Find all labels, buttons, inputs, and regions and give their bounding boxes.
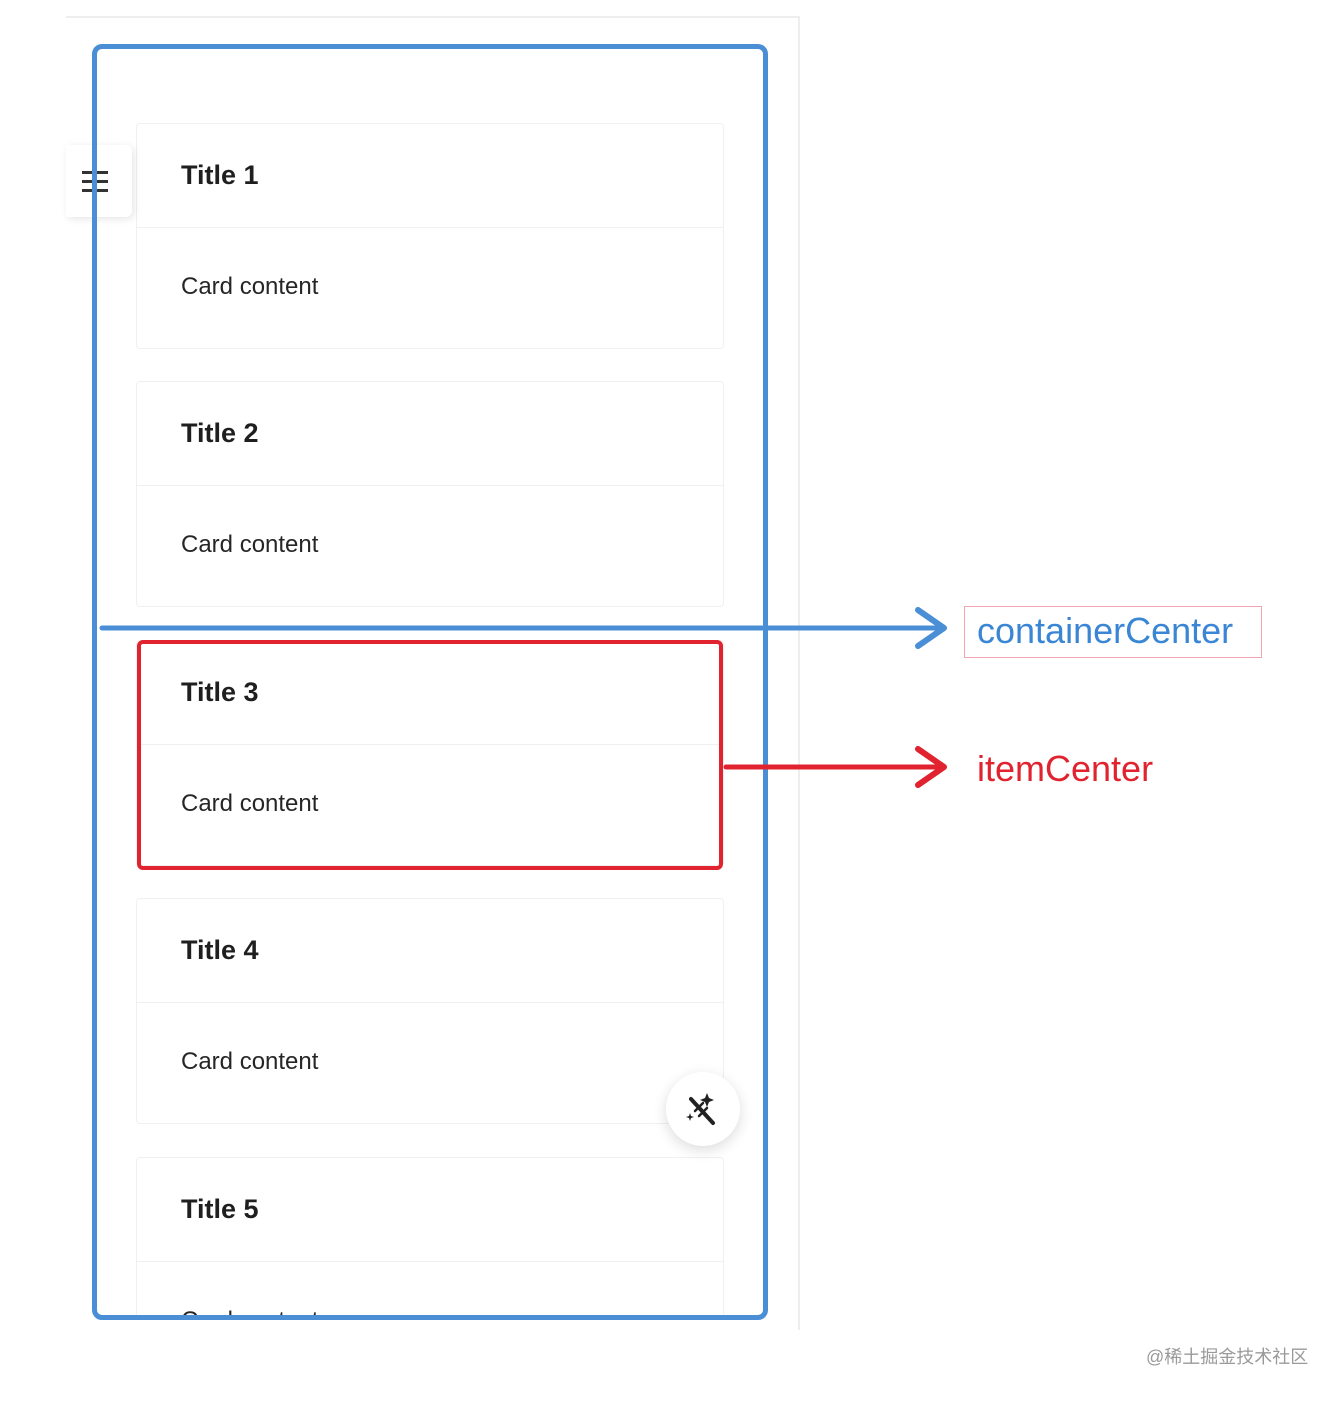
card-content: Card content [181,531,319,558]
card-list-container[interactable]: Title 1 Card content Title 2 Card conten… [96,48,764,1316]
watermark: @稀土掘金技术社区 [1146,1347,1309,1367]
card-header: Title 5 [137,1158,723,1262]
card-3[interactable]: Title 3 Card content [136,640,724,866]
card-content: Card content [181,1306,318,1316]
card-content: Card content [181,273,319,300]
hamburger-menu-icon [82,171,108,192]
card-header: Title 4 [137,899,723,1003]
card-header: Title 3 [137,641,723,745]
card-1[interactable]: Title 1 Card content [136,123,724,349]
item-center-label: itemCenter [977,748,1154,789]
card-body: Card content [137,745,723,865]
card-content: Card content [181,1048,319,1075]
card-header: Title 2 [137,382,723,486]
card-body: Card content [137,1262,723,1316]
card-body: Card content [137,486,723,606]
card-title: Title 3 [181,677,259,707]
card-5[interactable]: Title 5 Card content [136,1157,724,1316]
magic-fab-button[interactable] [666,1072,740,1146]
card-4[interactable]: Title 4 Card content [136,898,724,1124]
card-2[interactable]: Title 2 Card content [136,381,724,607]
card-title: Title 1 [181,160,259,190]
card-content: Card content [181,790,319,817]
card-title: Title 4 [181,935,259,965]
magic-wand-icon [686,1093,715,1125]
card-body: Card content [137,1003,723,1123]
card-header: Title 1 [137,124,723,228]
page-frame-right [798,16,800,1330]
page-frame-top [66,16,800,18]
card-title: Title 2 [181,418,259,448]
card-title: Title 5 [181,1194,259,1224]
menu-toggle-button[interactable] [66,145,132,217]
container-center-label: containerCenter [964,606,1262,658]
card-body: Card content [137,228,723,348]
